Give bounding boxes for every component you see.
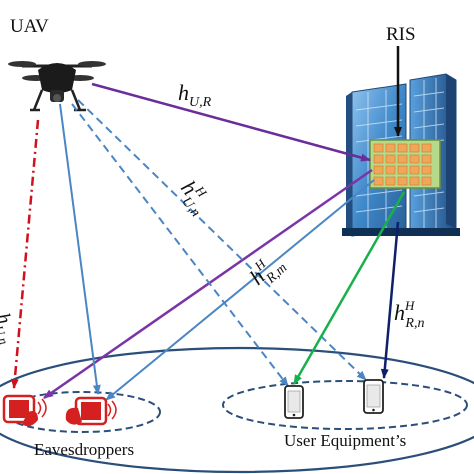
user-equipments-label: User Equipment’s: [284, 431, 406, 450]
ris-label: RIS: [386, 24, 416, 45]
uav-user2-link: [77, 99, 367, 381]
ris-user2-link: [380, 221, 400, 379]
channel-label-uav-ris: hU,R: [178, 80, 212, 110]
uav-ris-link: [91, 82, 371, 162]
eavesdroppers-label: Eavesdroppers: [34, 440, 134, 459]
eavesdropper-device-icon: [65, 396, 117, 426]
uav-drone-icon: [8, 61, 106, 112]
ris-eavesdropper-link: [43, 168, 373, 400]
uav-eavesdropper-link: [10, 119, 40, 389]
coverage-ellipse: [0, 346, 474, 474]
ris-eavesdropper2-link: [105, 179, 375, 401]
user-phone-icon: [284, 385, 304, 419]
eavesdropper-device-icon: [2, 394, 47, 427]
uav-eavesdropper2-link: [59, 103, 101, 395]
ris-panel-icon: [369, 139, 441, 189]
ris-user1-link: [292, 191, 406, 385]
channel-label-uav-user: hHU,n: [171, 174, 217, 220]
uav-label: UAV: [10, 16, 49, 37]
user-zone-ellipse: [222, 380, 468, 430]
user-phone-icon: [363, 379, 384, 414]
uav-user1-link: [71, 103, 289, 387]
